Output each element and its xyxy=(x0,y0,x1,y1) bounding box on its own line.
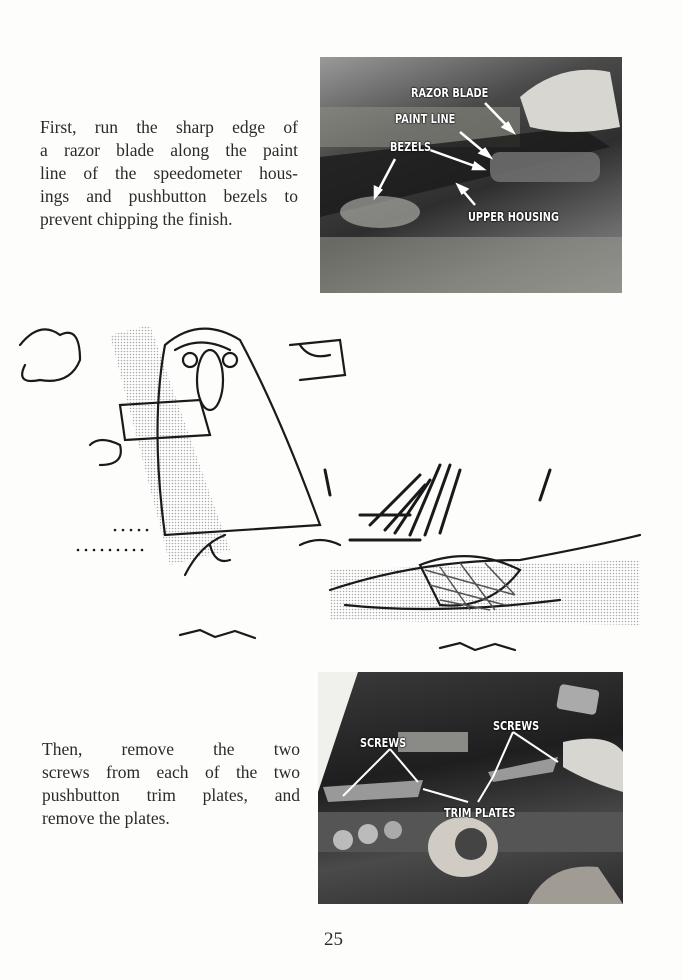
net-pattern xyxy=(424,562,516,611)
step1-instruction: First, run the sharp edge of a razor bla… xyxy=(40,116,298,231)
label-screws-left: SCREWS xyxy=(360,735,407,750)
text-line: prevent chipping the finish. xyxy=(40,209,233,229)
step2-instruction: Then, remove the two screws from each of… xyxy=(42,738,300,830)
photo2-illustration xyxy=(318,672,623,904)
page-number: 25 xyxy=(324,929,343,950)
label-paint-line: PAINT LINE xyxy=(395,111,456,126)
cartoon-man-with-razor-and-turkey xyxy=(18,325,642,652)
text-line: line of the speedometer hous- xyxy=(40,163,298,183)
photo1-illustration xyxy=(320,69,622,293)
text-line: remove the plates. xyxy=(42,808,170,828)
photo-trim-plates-dashboard: SCREWS SCREWS TRIM PLATES xyxy=(318,672,623,904)
label-screws-right: SCREWS xyxy=(493,718,540,733)
photo-razor-blade-dashboard: RAZOR BLADE PAINT LINE BEZELS UPPER HOUS… xyxy=(320,57,622,293)
label-upper-housing: UPPER HOUSING xyxy=(468,209,559,224)
label-razor-blade: RAZOR BLADE xyxy=(411,85,489,100)
text-line: pushbutton trim plates, and xyxy=(42,785,300,805)
text-line: screws from each of the two xyxy=(42,762,300,782)
label-bezels: BEZELS xyxy=(390,139,432,154)
text-line: ings and pushbutton bezels to xyxy=(40,186,298,206)
label-trim-plates: TRIM PLATES xyxy=(444,805,516,820)
text-line: Then, remove the two xyxy=(42,739,300,759)
text-line: First, run the sharp edge of xyxy=(40,117,298,137)
text-line: a razor blade along the paint xyxy=(40,140,298,160)
